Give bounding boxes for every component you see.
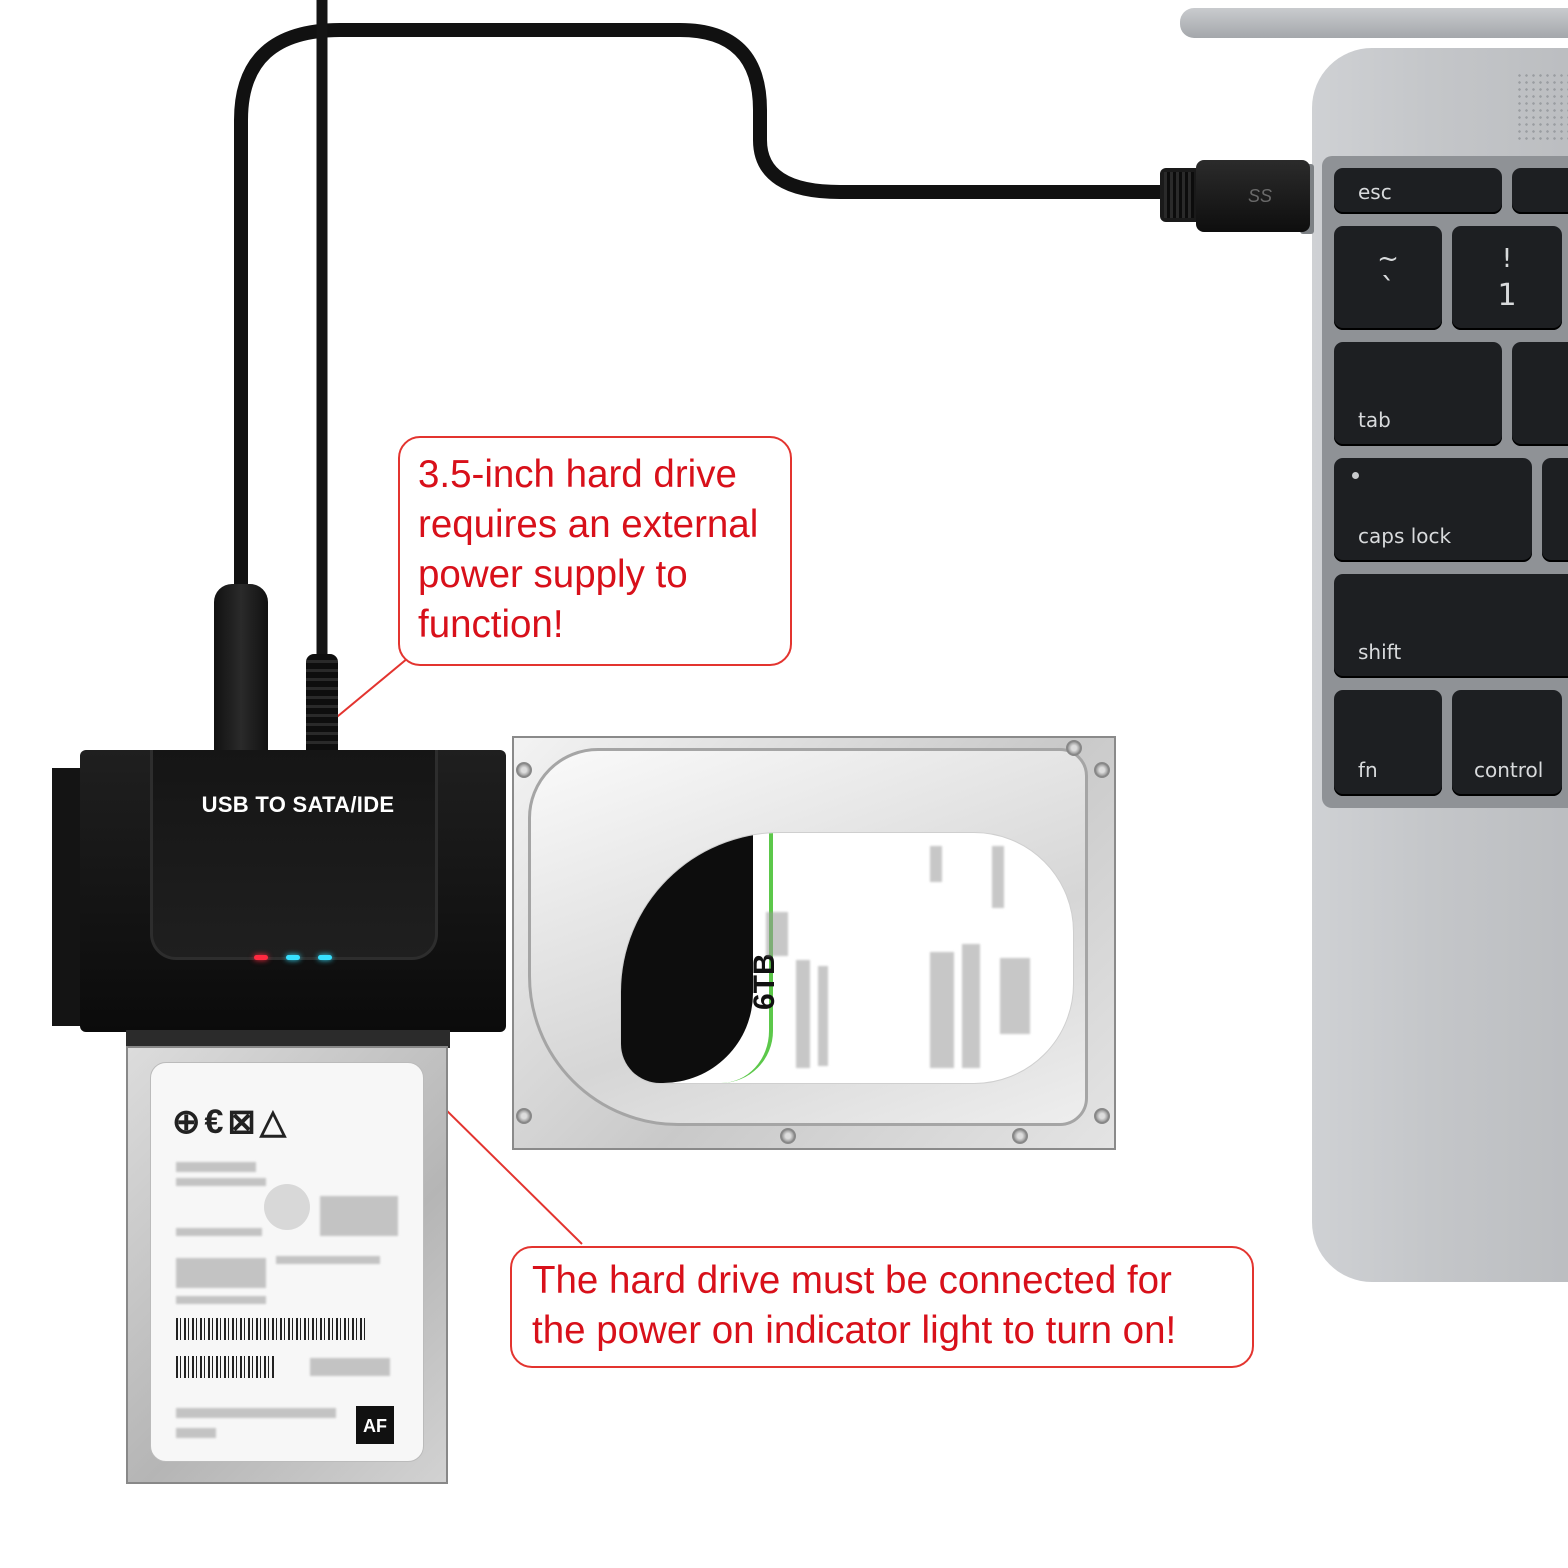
screw <box>1094 762 1110 778</box>
key-1-bottom: 1 <box>1497 278 1517 313</box>
callout-line: The hard drive must be connected for <box>532 1259 1172 1302</box>
key-tilde-bottom: ` <box>1380 272 1396 307</box>
key-fn[interactable]: fn <box>1334 690 1442 796</box>
callout-line: function! <box>418 603 564 646</box>
callout-power-indicator: The hard drive must be connected for the… <box>510 1246 1254 1368</box>
label-text-blurred <box>176 1178 266 1186</box>
key-tab-label: tab <box>1358 408 1391 432</box>
label-text-blurred <box>176 1258 266 1288</box>
key-shift-label: shift <box>1358 640 1402 664</box>
key-1-top: ! <box>1501 244 1513 274</box>
activity-indicator-blue <box>286 955 300 960</box>
label-text-blurred <box>818 966 828 1066</box>
certification-marks: ⊕€⊠△ <box>172 1103 291 1141</box>
screw <box>516 762 532 778</box>
label-text-blurred <box>962 944 980 1068</box>
callout-line: the power on indicator light to turn on! <box>532 1309 1177 1352</box>
screw <box>1094 1108 1110 1124</box>
key-tilde-top: ~ <box>1377 244 1399 274</box>
label-text-blurred <box>1000 958 1030 1034</box>
key-control-label: control <box>1474 758 1544 782</box>
caps-lock-indicator <box>1352 472 1359 479</box>
usb-cable-collar <box>214 584 268 750</box>
screw <box>780 1128 796 1144</box>
adapter-label: USB TO SATA/IDE <box>201 792 395 817</box>
screw <box>516 1108 532 1124</box>
key-caps-lock[interactable]: caps lock <box>1334 458 1532 562</box>
usb-plug-ridges <box>1164 172 1194 218</box>
key-q[interactable] <box>1512 342 1568 446</box>
label-text-blurred <box>176 1428 216 1438</box>
key-tab[interactable]: tab <box>1334 342 1502 446</box>
label-hologram <box>264 1184 310 1230</box>
key-shift[interactable]: shift <box>1334 574 1568 678</box>
label-text-blurred <box>992 846 1004 908</box>
key-control[interactable]: control <box>1452 690 1562 796</box>
activity-indicator-blue-2 <box>318 955 332 960</box>
usb-a-connector <box>1196 160 1310 232</box>
barcode <box>176 1356 274 1378</box>
adapter-top-panel <box>150 750 438 960</box>
speaker-grille <box>1516 72 1568 142</box>
drive-capacity: 6TB <box>748 953 781 1010</box>
key-esc[interactable]: esc <box>1334 168 1502 214</box>
hard-drive-3-5-label <box>620 832 1074 1084</box>
key-fn-label: fn <box>1358 758 1378 782</box>
screw <box>1066 740 1082 756</box>
key-tilde[interactable]: ~ ` <box>1334 226 1442 330</box>
label-green-stripe <box>721 833 773 1083</box>
usb-superspeed-logo: SS <box>1248 186 1273 206</box>
sata-connector <box>126 1030 450 1048</box>
key-f1[interactable] <box>1512 168 1568 214</box>
callout-top-pointer <box>325 657 409 727</box>
advanced-format-logo: AF <box>356 1406 394 1444</box>
barcode <box>176 1318 368 1340</box>
key-caps-lock-label: caps lock <box>1358 524 1452 548</box>
callout-line: 3.5-inch hard drive <box>418 453 737 496</box>
callout-line: power supply to <box>418 553 688 596</box>
key-a[interactable] <box>1542 458 1568 562</box>
screw <box>1012 1128 1028 1144</box>
label-text-blurred <box>930 846 942 882</box>
label-text-blurred <box>320 1196 398 1236</box>
key-1[interactable]: ! 1 <box>1452 226 1562 330</box>
label-text-blurred <box>796 960 810 1068</box>
callout-line: requires an external <box>418 503 759 546</box>
power-indicator-red <box>254 955 268 960</box>
label-text-blurred <box>176 1228 262 1236</box>
laptop-lid <box>1180 8 1568 38</box>
callout-external-power: 3.5-inch hard drive requires an external… <box>398 436 792 666</box>
label-text-blurred <box>176 1408 336 1418</box>
label-text-blurred <box>766 912 788 956</box>
key-esc-label: esc <box>1358 180 1392 204</box>
label-text-blurred <box>930 952 954 1068</box>
label-text-blurred <box>310 1358 390 1376</box>
usb-data-cable <box>234 23 1173 597</box>
label-text-blurred <box>176 1162 256 1172</box>
dc-power-plug <box>306 654 338 750</box>
label-text-blurred <box>176 1296 266 1304</box>
label-text-blurred <box>276 1256 380 1264</box>
